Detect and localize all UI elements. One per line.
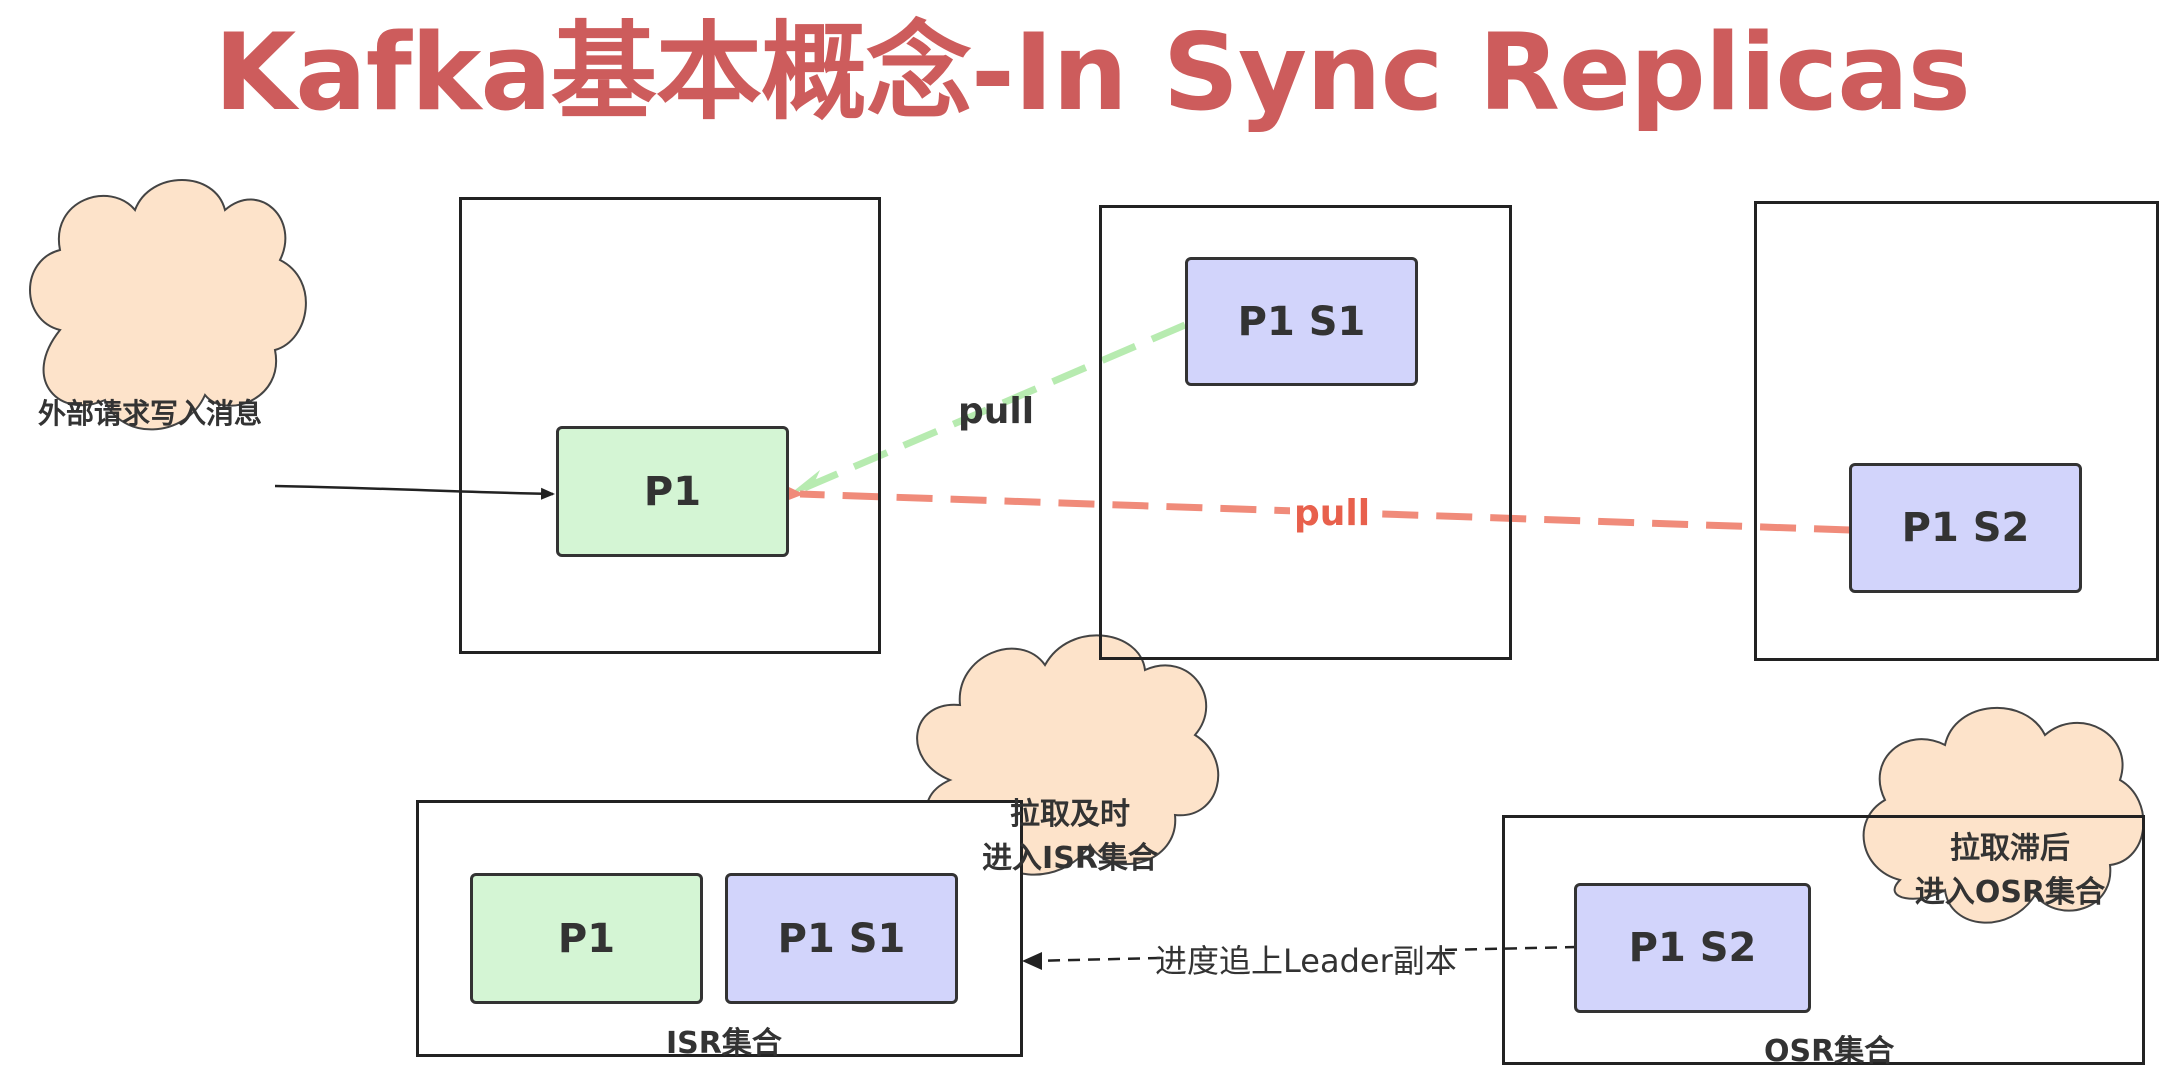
- osr-follower-s2: P1 S2: [1574, 883, 1811, 1013]
- follower-s2: P1 S2: [1849, 463, 2082, 593]
- isr-leader-label: P1: [557, 915, 616, 962]
- pull-s1-label: pull: [958, 391, 1035, 432]
- isr-leader: P1: [470, 873, 703, 1004]
- broker-3: [1754, 201, 2159, 661]
- osr-note-line2: 进入OSR集合: [1914, 875, 2106, 910]
- external-request-cloud: [29, 179, 307, 431]
- osr-note-text: 拉取滞后 进入OSR集合: [1880, 827, 2140, 915]
- pull-s2-arrow: [775, 481, 1851, 534]
- leader-partition: P1: [556, 426, 789, 557]
- catch-up-label: 进度追上Leader副本: [1155, 942, 1457, 980]
- follower-s1-label: P1 S1: [1237, 298, 1366, 345]
- osr-set-label: OSR集合: [1764, 1034, 1895, 1069]
- broker-2: [1099, 205, 1512, 660]
- isr-note-line2: 进入ISR集合: [982, 841, 1158, 876]
- pull-s1-arrow: [793, 321, 1187, 496]
- follower-s2-label: P1 S2: [1901, 505, 2030, 551]
- write-arrow: [274, 484, 555, 500]
- broker-1: [459, 197, 881, 654]
- external-request-text: 外部请求写入消息: [37, 397, 262, 430]
- page-title: Kafka基本概念-In Sync Replicas: [214, 11, 1971, 134]
- leader-label: P1: [643, 468, 702, 515]
- isr-note-line1: 拉取及时: [1010, 797, 1130, 832]
- follower-s1: P1 S1: [1185, 257, 1418, 386]
- isr-note-text: 拉取及时 进入ISR集合: [930, 793, 1210, 881]
- osr-follower-s2-label: P1 S2: [1628, 925, 1757, 971]
- osr-note-line1: 拉取滞后: [1950, 831, 2070, 866]
- pull-s2-label: pull: [1290, 494, 1375, 534]
- osr-set: [1502, 815, 2145, 1065]
- catch-up-arrow: [1029, 945, 1578, 963]
- isr-follower-s1: P1 S1: [725, 873, 958, 1004]
- isr-set-label: ISR集合: [666, 1026, 782, 1061]
- isr-follower-s1-label: P1 S1: [777, 915, 906, 962]
- catch-up-arrowhead: [1022, 952, 1042, 970]
